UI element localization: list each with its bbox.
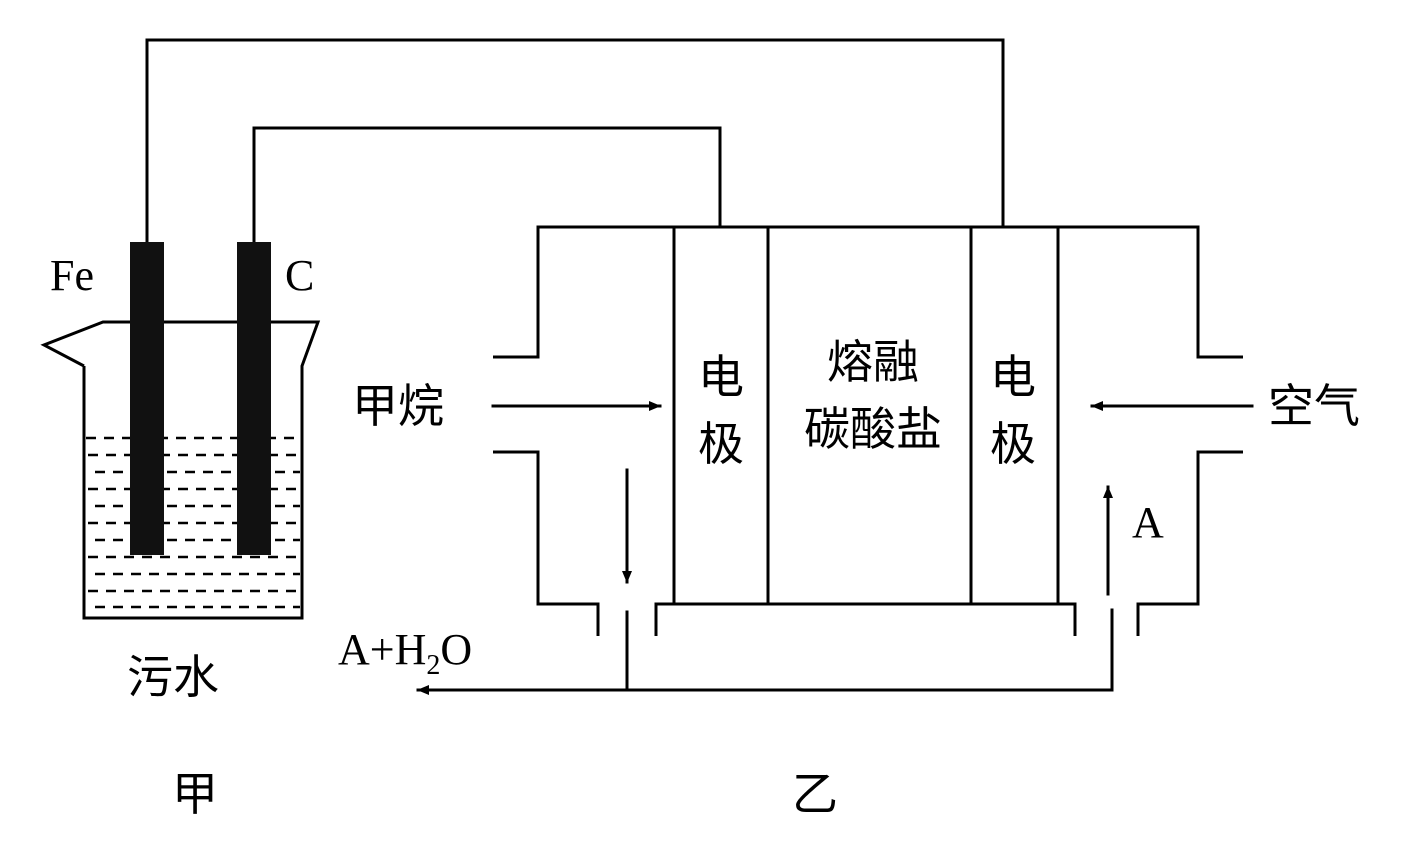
cell-housing-top: [493, 225, 1243, 359]
cell-bottom-channel: [654, 602, 1077, 636]
c-electrode: [237, 242, 271, 555]
right-electrode-label-1: 电: [990, 350, 1036, 404]
sewage-label: 污水: [127, 650, 219, 704]
right-electrode-label-2: 极: [990, 417, 1036, 471]
electrolyte-label-2: 碳酸盐: [804, 402, 942, 456]
beaker-outline: [40, 320, 321, 620]
wire-c-to-left-electrode: [252, 126, 722, 247]
electrolyte-label-1: 熔融: [827, 335, 919, 389]
caption-yi: 乙: [792, 767, 838, 821]
cell-housing-right-lower: [1136, 450, 1243, 636]
c-label: C: [285, 251, 314, 300]
methane-label: 甲烷: [352, 379, 444, 433]
exhaust-label-tail: O: [440, 625, 472, 674]
exhaust-label-subscript: 2: [426, 650, 440, 681]
exhaust-label: A+H2O: [338, 625, 472, 681]
exhaust-label-main: A+H: [338, 625, 426, 674]
cell-housing-left-lower: [493, 450, 600, 636]
air-label: 空气: [1268, 379, 1360, 433]
beaker: [40, 242, 321, 620]
left-electrode-label-2: 极: [698, 417, 744, 471]
fe-label: Fe: [50, 251, 94, 300]
left-electrode-label-1: 电: [698, 350, 744, 404]
recycle-a-label: A: [1132, 498, 1164, 547]
fe-electrode: [130, 242, 164, 555]
wire-fe-to-right-electrode: [145, 38, 1005, 247]
fuel-cell: [493, 225, 1243, 636]
caption-jia: 甲: [172, 767, 218, 821]
